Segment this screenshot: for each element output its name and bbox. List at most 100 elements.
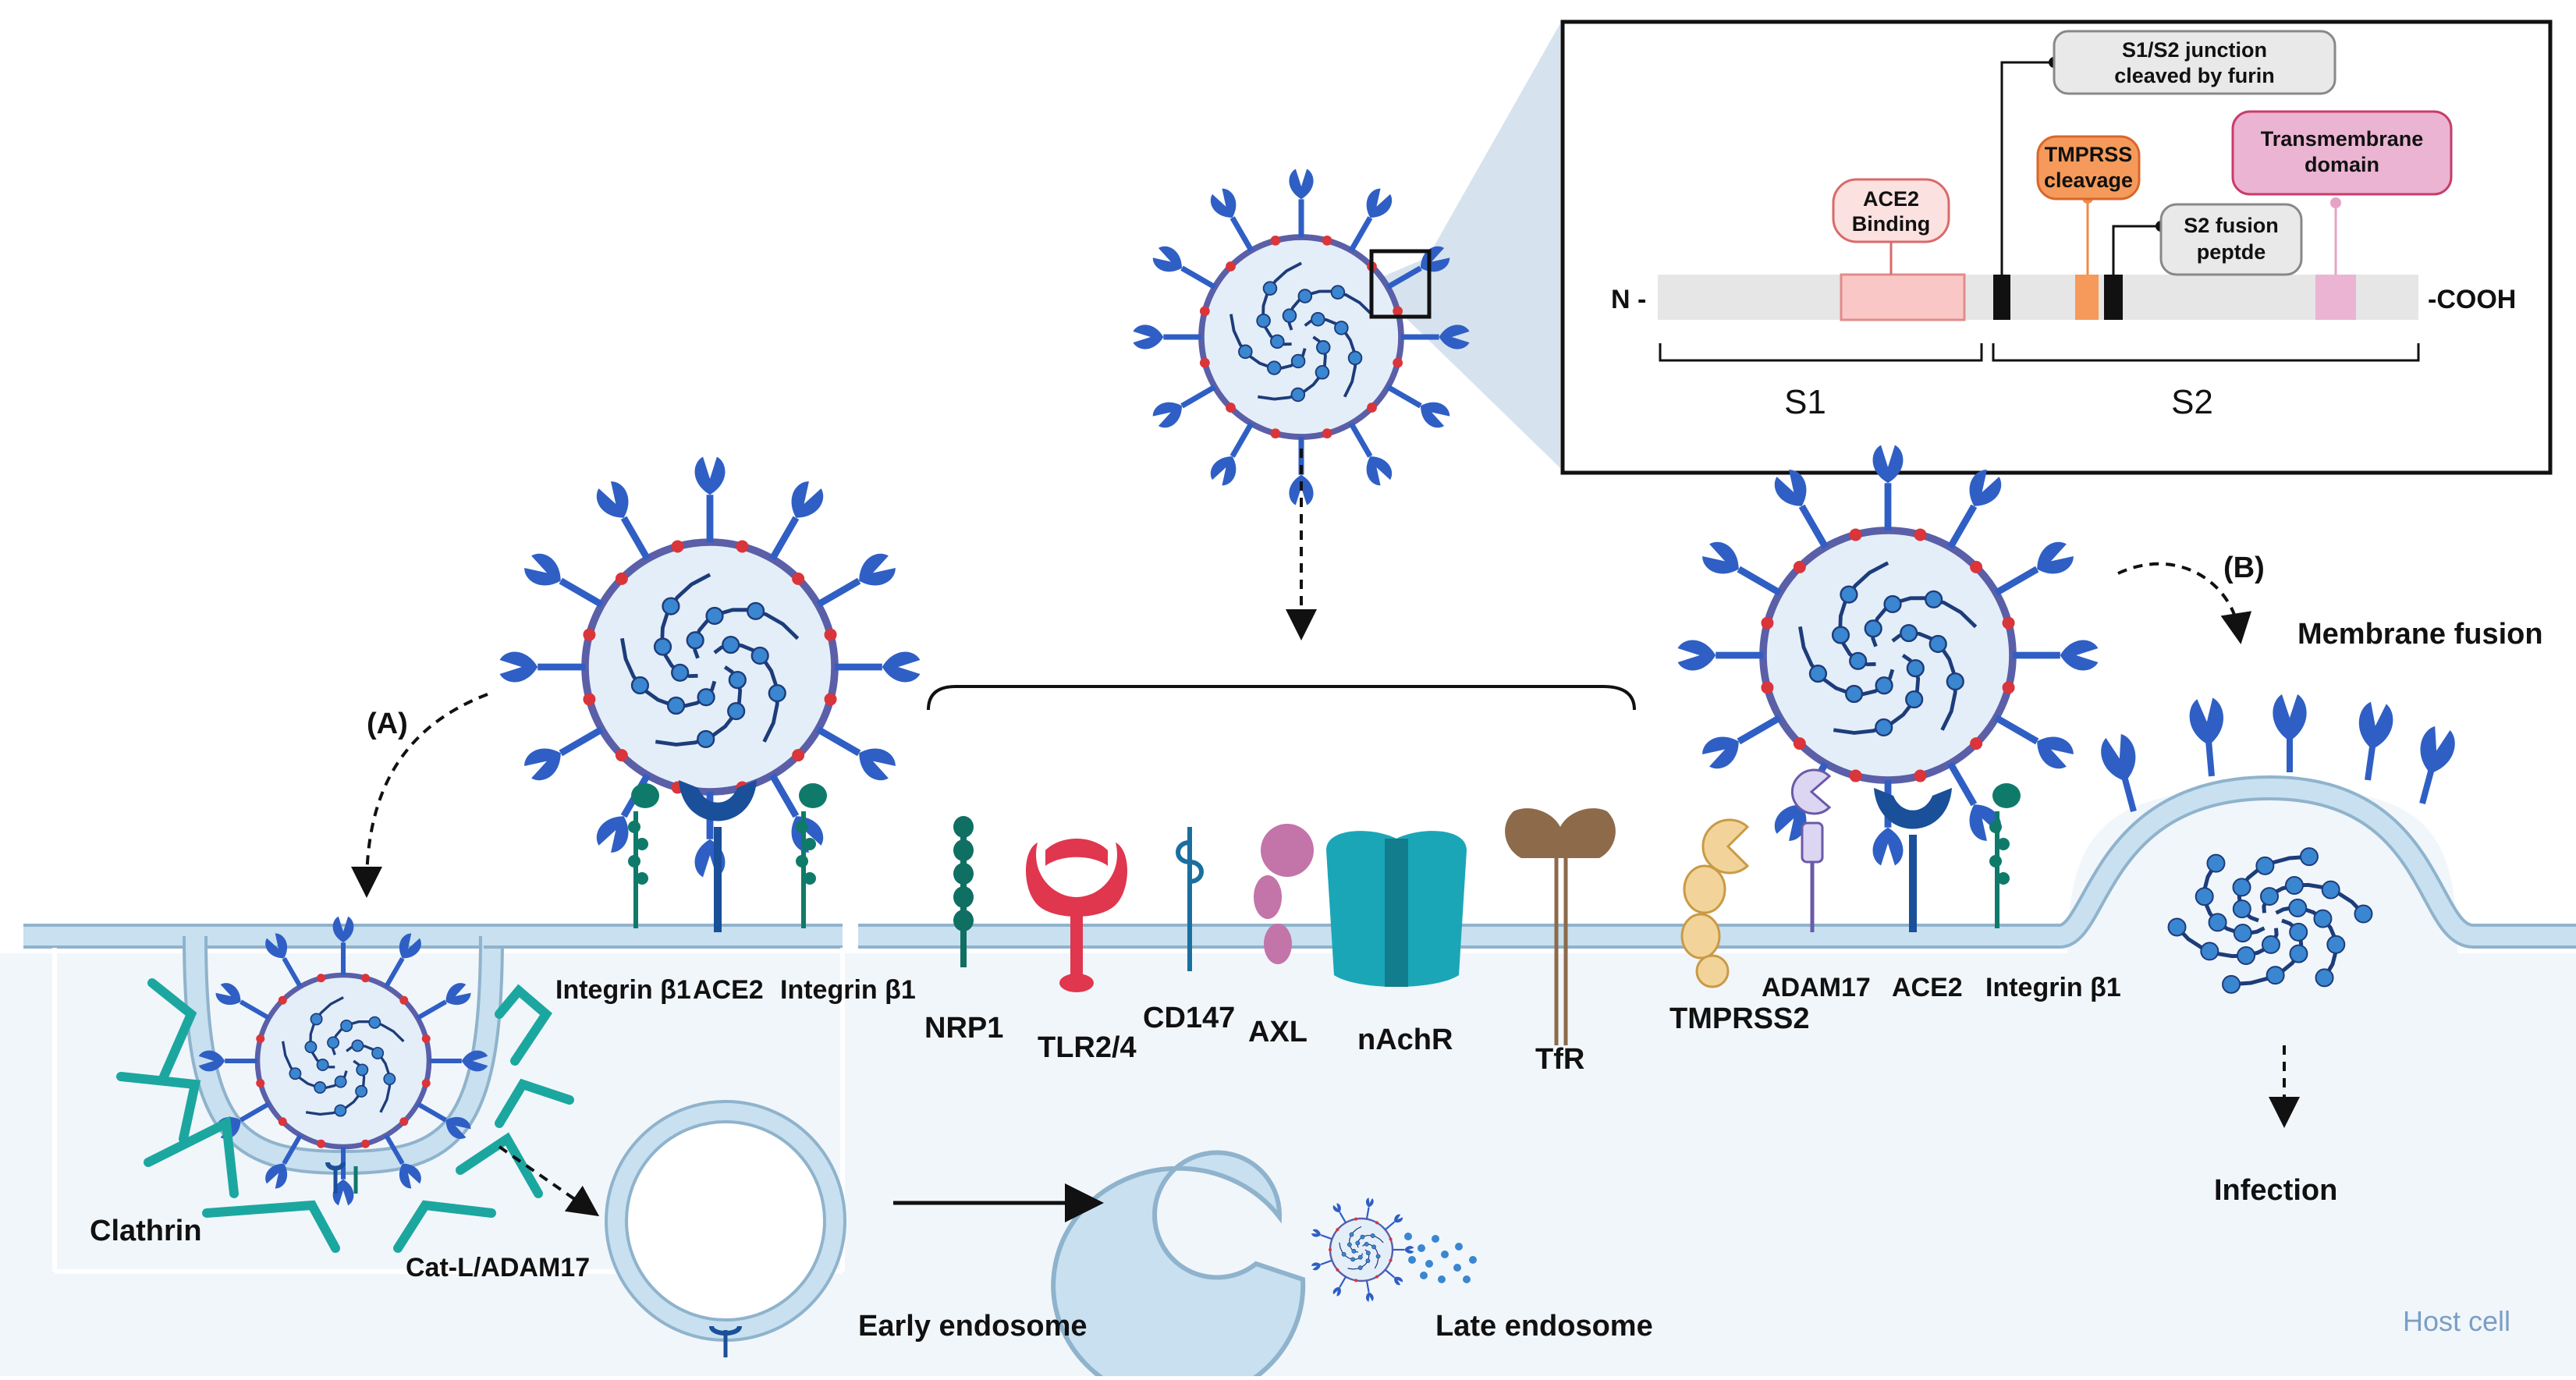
spike-trimer bbox=[1210, 188, 1237, 218]
spike-stalk bbox=[1365, 1207, 1370, 1219]
nucleocapsid bbox=[1928, 634, 1947, 654]
spike-trimer bbox=[1969, 804, 2002, 841]
released-particle bbox=[1469, 1256, 1477, 1264]
released-particle bbox=[1441, 1251, 1449, 1258]
nucleocapsid bbox=[667, 696, 686, 715]
spike-trimer bbox=[399, 1163, 421, 1189]
envelope-protein bbox=[1336, 1228, 1339, 1232]
spike-trimer bbox=[1332, 1203, 1341, 1213]
integrin-head bbox=[1992, 783, 2021, 808]
envelope-protein bbox=[360, 1139, 370, 1148]
ace2-binding-line2: Binding bbox=[1852, 212, 1930, 236]
spike-stalk bbox=[1320, 1234, 1332, 1240]
fusion-peptide-mark bbox=[2104, 275, 2123, 320]
fusion-nucleocapsid bbox=[2232, 899, 2251, 919]
spike-head bbox=[1439, 325, 1470, 349]
nucleocapsid bbox=[1297, 289, 1313, 303]
clathrin-label: Clathrin bbox=[90, 1215, 202, 1247]
spike-trimer bbox=[1365, 1292, 1374, 1302]
spike-head bbox=[332, 1179, 354, 1206]
spike-trimer bbox=[882, 651, 921, 683]
tmprss2-domain bbox=[1683, 864, 1726, 914]
spike-trimer bbox=[1311, 1262, 1322, 1271]
fusion-nucleocapsid bbox=[2255, 856, 2275, 875]
junction-line2: cleaved by furin bbox=[2114, 64, 2275, 87]
spike-head bbox=[1404, 1246, 1414, 1254]
released-particle bbox=[1432, 1235, 1439, 1243]
n-terminus-label: N - bbox=[1611, 285, 1646, 314]
tlr-base bbox=[1059, 974, 1094, 992]
integrin-domain bbox=[628, 821, 640, 833]
nucleocapsid bbox=[1315, 364, 1330, 380]
pathway-a-label: (A) bbox=[367, 708, 408, 740]
fusion-nucleocapsid bbox=[2266, 966, 2285, 985]
nucleocapsid bbox=[747, 601, 765, 620]
axl-domain bbox=[1254, 875, 1282, 919]
spike-trimer bbox=[399, 933, 421, 959]
tmprss2-domain bbox=[1695, 954, 1730, 988]
envelope-protein bbox=[792, 572, 805, 585]
receptor-group-bracket bbox=[927, 685, 1636, 711]
envelope-protein bbox=[671, 540, 684, 553]
spike-trimer bbox=[445, 1116, 471, 1139]
spike-head bbox=[1702, 541, 1739, 574]
spike-head bbox=[265, 933, 288, 959]
nucleocapsid bbox=[304, 1041, 318, 1054]
envelope-protein bbox=[1849, 528, 1862, 541]
spike-head bbox=[461, 1050, 488, 1072]
spike-trimer bbox=[1210, 456, 1237, 486]
s1-label: S1 bbox=[1784, 383, 1826, 421]
nucleocapsid bbox=[1925, 590, 1943, 608]
cd147-loop bbox=[1176, 840, 1204, 884]
nucleocapsid bbox=[1864, 619, 1882, 638]
spike-trimer bbox=[1289, 474, 1314, 506]
envelope-protein bbox=[1354, 1279, 1358, 1282]
infection-label: Infection bbox=[2214, 1174, 2337, 1207]
envelope-protein bbox=[1199, 357, 1210, 368]
envelope-protein bbox=[1322, 235, 1332, 246]
spike-trimer bbox=[1332, 1286, 1341, 1297]
spike-head bbox=[859, 748, 896, 781]
spike-trimer bbox=[1133, 325, 1164, 349]
nucleocapsid bbox=[1360, 1234, 1365, 1240]
envelope-protein bbox=[1849, 769, 1862, 782]
nucleocapsid bbox=[1364, 1241, 1369, 1247]
nrp1-domain bbox=[953, 910, 974, 931]
fusion-nucleocapsid bbox=[2315, 968, 2334, 988]
furin-site-mark bbox=[1993, 275, 2010, 320]
integrin-domain bbox=[1989, 821, 2002, 833]
adam17-label: ADAM17 bbox=[1762, 973, 1871, 1002]
released-particle bbox=[1408, 1256, 1416, 1264]
nucleocapsid bbox=[1315, 340, 1331, 355]
nucleocapsid bbox=[1262, 281, 1278, 296]
tmprss-line1: TMPRSS bbox=[2045, 143, 2133, 166]
spike-head bbox=[1332, 1286, 1341, 1297]
envelope-protein bbox=[1914, 528, 1927, 541]
arrow-to-early-endosome bbox=[498, 1145, 600, 1217]
spike-head bbox=[791, 481, 824, 518]
envelope-protein bbox=[421, 1034, 431, 1044]
spike-trimer bbox=[1404, 1246, 1414, 1254]
envelope-protein bbox=[1793, 737, 1806, 750]
fusion-nucleocapsid bbox=[2237, 945, 2256, 965]
integrin-domain bbox=[1997, 872, 2010, 885]
spike-stalk bbox=[384, 957, 405, 988]
spike-trimer bbox=[1152, 402, 1183, 428]
ace2-receptor bbox=[1874, 788, 1952, 829]
spike-head bbox=[1420, 402, 1450, 428]
spike-head bbox=[1332, 1203, 1341, 1213]
ace2-right-label: ACE2 bbox=[1892, 973, 1963, 1002]
released-particle bbox=[1463, 1275, 1471, 1283]
spike-head bbox=[1311, 1262, 1322, 1271]
nucleocapsid bbox=[1946, 672, 1964, 691]
spike-trimer bbox=[1152, 246, 1183, 272]
nucleocapsid bbox=[697, 729, 715, 749]
axl-label: AXL bbox=[1248, 1016, 1308, 1048]
nucleocapsid bbox=[697, 688, 715, 707]
nucleocapsid bbox=[1845, 684, 1864, 704]
fusion-nucleocapsid bbox=[2354, 904, 2373, 924]
spike-head bbox=[1677, 640, 1716, 671]
nrp1-domain bbox=[953, 839, 974, 861]
envelope-protein bbox=[1354, 1217, 1358, 1221]
